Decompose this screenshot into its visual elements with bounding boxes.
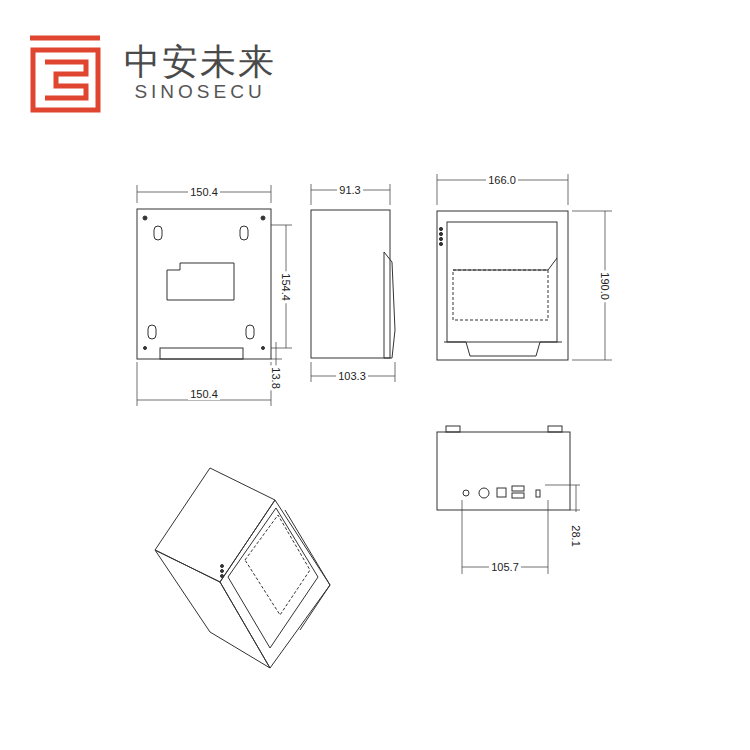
brand-name: 中安未来 [124, 42, 276, 82]
dimension: 91.3 [337, 184, 362, 196]
dimension: 105.7 [489, 561, 521, 573]
dimension: 150.4 [188, 186, 220, 198]
dimension: 190.0 [599, 270, 611, 302]
dimension: 166.0 [486, 174, 518, 186]
dimension: 150.4 [188, 388, 220, 400]
brand-name: SINOSECU [134, 82, 265, 103]
dimension: 103.3 [336, 370, 368, 382]
dimension: 154.4 [280, 271, 292, 303]
dimension: 13.8 [270, 365, 282, 390]
dimension: 28.1 [570, 523, 582, 548]
